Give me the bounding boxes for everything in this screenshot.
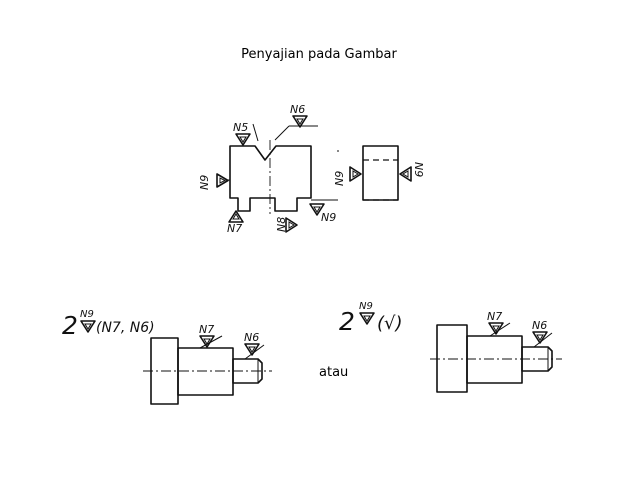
surface-mark-label-n9-side-right: N9 — [412, 162, 425, 177]
surface-mark-n7-shaft-left: N7 — [199, 323, 215, 348]
roughness-note-left: 2 N9 (N7, N6) — [62, 309, 155, 340]
surface-mark-label-n5: N5 — [233, 121, 248, 134]
note-left-paren: (N7, N6) — [96, 320, 155, 336]
surface-mark-n9-side-right: N9 — [399, 162, 425, 182]
surface-mark-n6-top: N6 — [290, 103, 308, 128]
surface-mark-n6-shaft-left: N6 — [244, 331, 260, 356]
surface-mark-label-n9-left: N9 — [198, 175, 211, 190]
surface-mark-label-n7-shaft-right: N7 — [487, 310, 502, 323]
note-right-multiplier: 2 — [339, 307, 355, 336]
surface-mark-n6-shaft-right: N6 — [532, 319, 548, 344]
surface-mark-label-n6-shaft-left: N6 — [244, 331, 259, 344]
shaft-left-drawing — [143, 335, 272, 405]
surface-mark-label-n9-bottom: N9 — [321, 211, 336, 224]
note-right-paren: (√) — [377, 313, 403, 334]
surface-mark-label-n6-shaft-right: N6 — [532, 319, 547, 332]
surface-mark-n9-bottom: N9 — [309, 203, 336, 224]
note-left-multiplier: 2 — [62, 311, 78, 340]
note-left-main-label: N9 — [80, 309, 94, 320]
surface-mark-n9-left: N9 — [198, 173, 229, 190]
v-block-front-view — [226, 123, 338, 214]
surface-mark-label-n7-bottom: N7 — [227, 222, 242, 235]
surface-mark-n8: N8 — [275, 217, 298, 233]
surface-mark-n7-shaft-right: N7 — [487, 310, 504, 335]
shaft-right-drawing — [430, 322, 562, 393]
surface-mark-n7-bottom: N7 — [227, 210, 244, 235]
page-title: Penyajian pada Gambar — [241, 47, 397, 62]
v-block-side-view — [337, 145, 399, 201]
surface-mark-label-n9-side-left: N9 — [333, 171, 346, 186]
surface-mark-label-n8: N8 — [275, 217, 288, 232]
surface-mark-label-n7-shaft-left: N7 — [199, 323, 214, 336]
note-right-main-label: N9 — [359, 301, 373, 312]
surface-mark-n5: N5 — [233, 121, 251, 146]
surface-mark-n9-side-left: N9 — [333, 166, 362, 186]
separator-text: atau — [319, 365, 349, 380]
roughness-note-right: 2 N9 (√) — [339, 301, 403, 336]
surface-mark-label-n6-top: N6 — [290, 103, 305, 116]
